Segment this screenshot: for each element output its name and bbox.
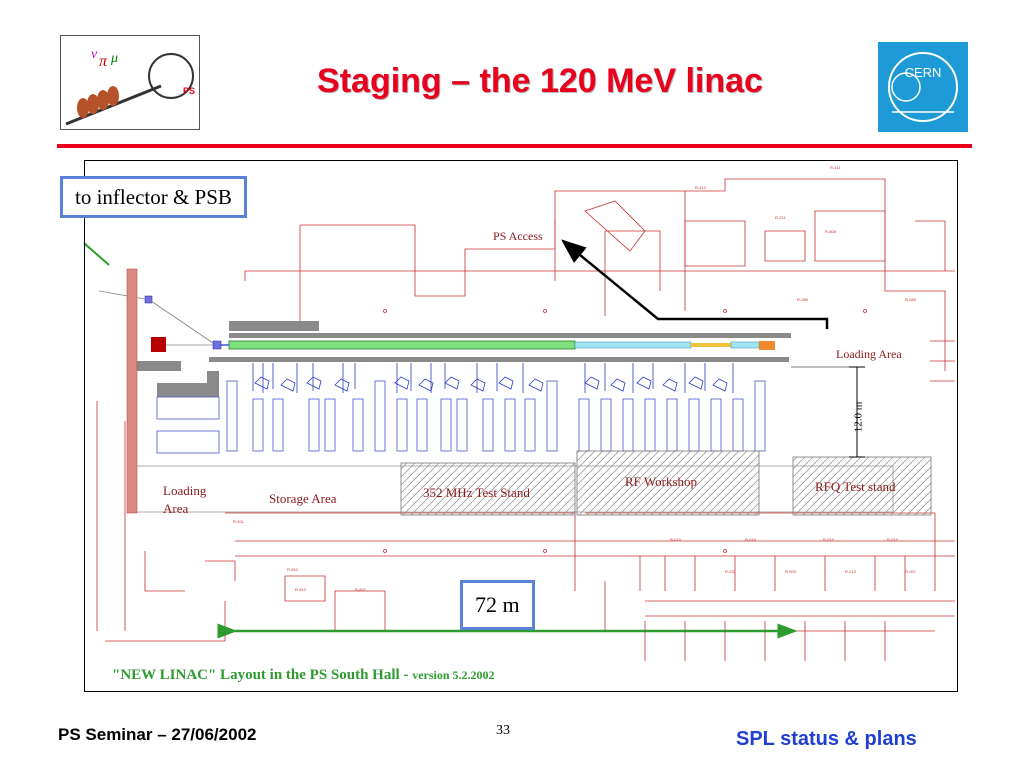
- svg-text:R-013: R-013: [845, 569, 857, 574]
- ps-access-arrow: [561, 239, 829, 329]
- rf-equipment-row: [252, 363, 734, 393]
- svg-text:R-083: R-083: [905, 297, 917, 302]
- rfq-test-stand-label: RFQ Test stand: [815, 479, 896, 494]
- linac-beamline: [98, 290, 775, 352]
- svg-text:R-005: R-005: [785, 569, 797, 574]
- inflector-arrow: [85, 242, 110, 266]
- svg-text:R-015: R-015: [670, 537, 682, 542]
- loading-area-left-label-line1: Loading: [163, 483, 207, 498]
- rf-workshop-area: [576, 450, 760, 516]
- svg-text:R-412: R-412: [695, 185, 707, 190]
- cern-logo-text: CERN: [905, 65, 942, 80]
- svg-text:R-018: R-018: [745, 537, 757, 542]
- caption-version: version 5.2.2002: [412, 668, 495, 682]
- inflector-callout: to inflector & PSB: [60, 176, 247, 218]
- ps-logo: ν π μ PS: [60, 35, 200, 130]
- svg-text:R-089: R-089: [797, 297, 809, 302]
- hatched-test-areas: [400, 450, 932, 516]
- svg-text:R-007: R-007: [905, 569, 917, 574]
- diagram-caption: "NEW LINAC" Layout in the PS South Hall …: [112, 667, 495, 684]
- svg-text:R-807: R-807: [355, 587, 367, 592]
- hall-west-wall: [126, 268, 138, 514]
- svg-text:R-031: R-031: [725, 569, 737, 574]
- svg-text:μ: μ: [110, 51, 118, 66]
- shielding-blocks: [137, 321, 791, 397]
- svg-text:ν: ν: [91, 47, 98, 62]
- cern-logo: CERN: [878, 42, 968, 132]
- loading-area-left-label-line2: Area: [163, 501, 189, 516]
- footer-seminar-date: PS Seminar – 27/06/2002: [58, 725, 257, 744]
- svg-text:R-201: R-201: [233, 519, 245, 524]
- footer-presentation-title: SPL status & plans: [736, 728, 917, 750]
- rfq-test-stand-area: [792, 456, 932, 516]
- page-number: 33: [496, 723, 510, 738]
- svg-text:R-812: R-812: [295, 587, 307, 592]
- svg-text:R-411: R-411: [830, 165, 841, 170]
- ps-logo-text: PS: [183, 86, 195, 96]
- svg-text:R-019: R-019: [823, 537, 835, 542]
- svg-text:R-211: R-211: [775, 215, 786, 220]
- title-divider: [57, 144, 972, 148]
- test-stand-352-label: 352 MHz Test Stand: [423, 485, 530, 500]
- svg-text:R-019: R-019: [887, 537, 899, 542]
- caption-main: "NEW LINAC" Layout in the PS South Hall …: [112, 667, 413, 683]
- dimension-12m-label: 12.0 m: [852, 401, 865, 433]
- storage-area-label: Storage Area: [269, 491, 337, 506]
- svg-text:R-808: R-808: [825, 229, 837, 234]
- ps-logo-graphic: ν π μ PS: [65, 47, 195, 126]
- loading-area-right-label: Loading Area: [836, 347, 902, 361]
- svg-text:R-810: R-810: [287, 567, 299, 572]
- ps-access-label: PS Access: [493, 229, 543, 243]
- linac-length-callout: 72 m: [460, 580, 535, 630]
- rf-workshop-label: RF Workshop: [625, 474, 698, 489]
- dimension-12m: [791, 366, 865, 458]
- svg-text:π: π: [99, 53, 108, 70]
- test-stand-352-area: [400, 462, 576, 516]
- page-title: Staging – the 120 MeV linac: [317, 62, 763, 100]
- modulator-cabinets: [156, 380, 766, 454]
